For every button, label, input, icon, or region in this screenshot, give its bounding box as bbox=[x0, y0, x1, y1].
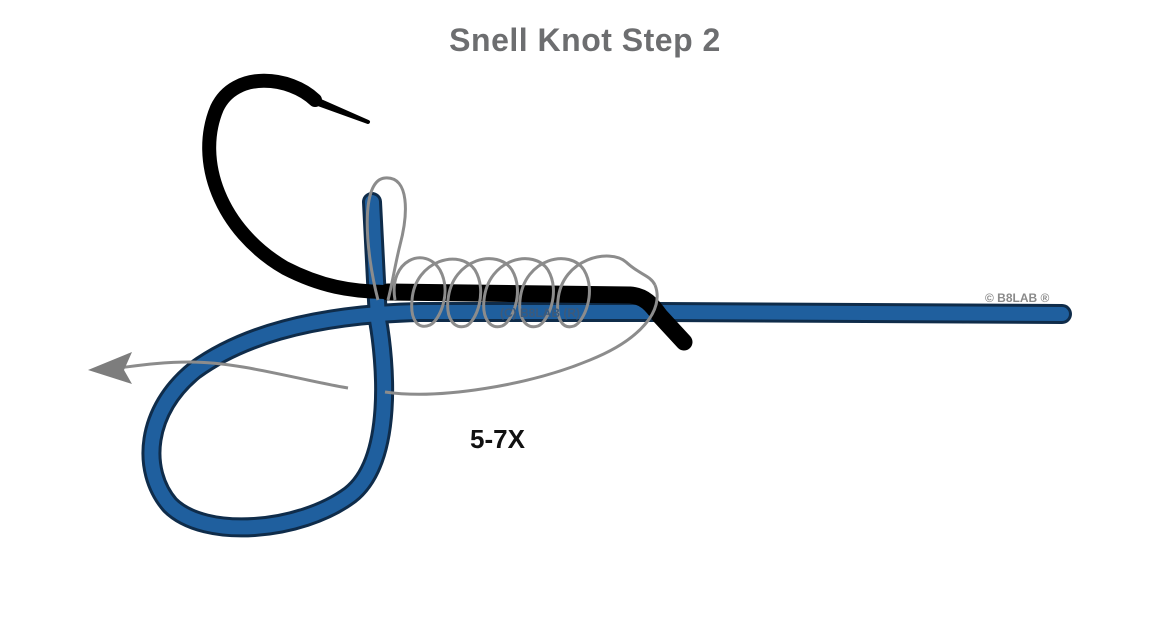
watermark-center: (C) B8LAB (R) bbox=[500, 306, 580, 320]
gray-tag-end-wraps bbox=[365, 176, 659, 396]
fishing-hook bbox=[202, 73, 693, 351]
blue-fishing-line bbox=[141, 192, 1072, 538]
diagram-title: Snell Knot Step 2 bbox=[449, 22, 721, 58]
wrap-count-label: 5-7X bbox=[470, 424, 526, 454]
direction-arrow bbox=[88, 352, 349, 390]
watermark-corner: © B8LAB ® bbox=[985, 291, 1050, 305]
